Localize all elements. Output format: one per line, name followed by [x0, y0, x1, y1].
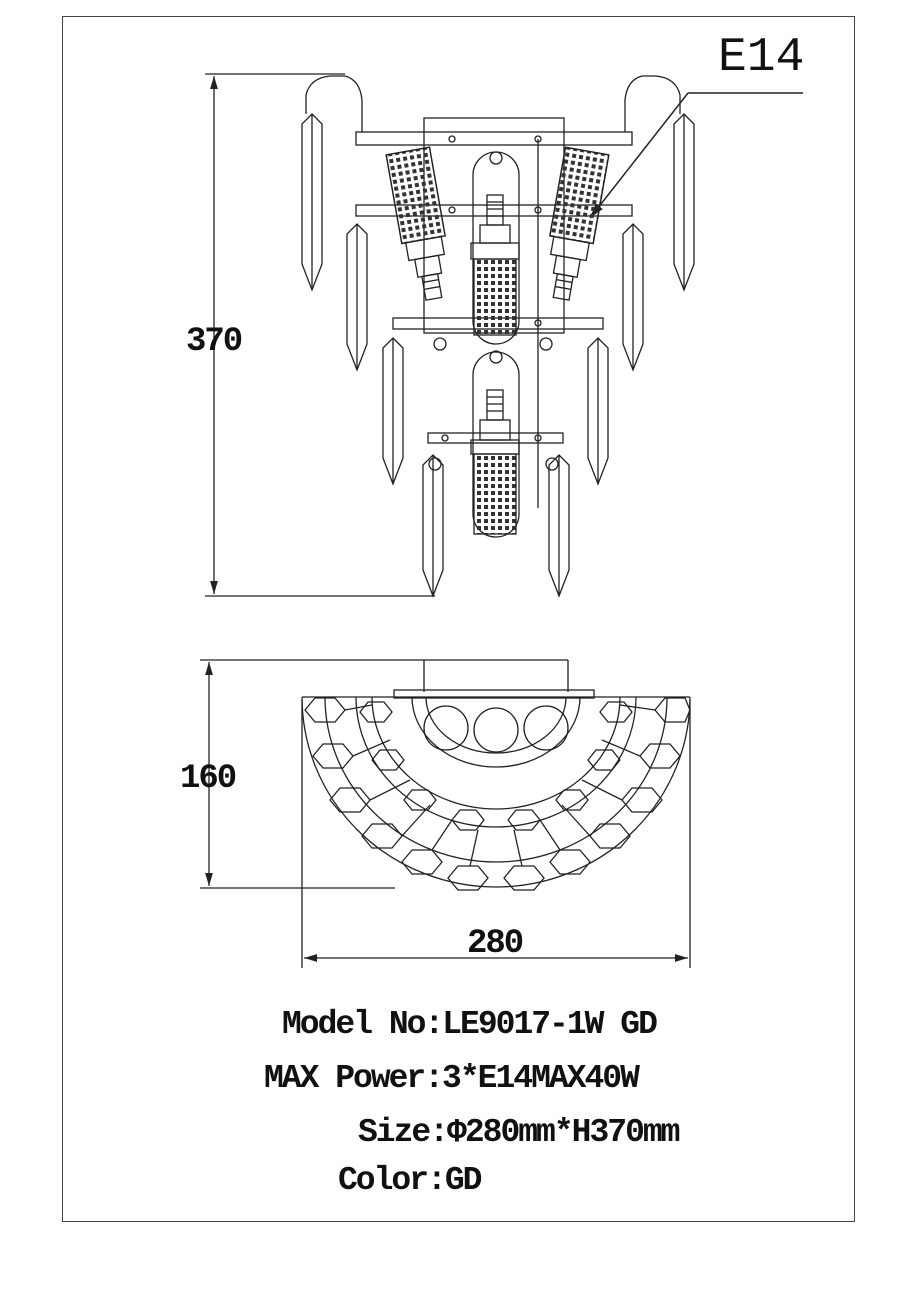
spec-power-value: 3*E14MAX40W [442, 1060, 640, 1097]
width-dimension [301, 700, 691, 968]
spec-color: Color:GD [338, 1162, 483, 1199]
width-label: 280 [467, 925, 523, 963]
socket-label: E14 [718, 31, 804, 85]
height-label: 370 [186, 323, 242, 361]
drawing-frame [62, 16, 855, 1222]
spec-size: Size:Φ280mm*H370mm [358, 1114, 680, 1151]
spec-color-value: GD [444, 1162, 483, 1199]
depth-dimension [200, 659, 568, 889]
height-dimension [205, 73, 435, 597]
spec-power-key: MAX Power: [264, 1060, 444, 1097]
depth-label: 160 [180, 760, 236, 798]
spec-model-value: LE9017-1W GD [442, 1006, 658, 1043]
spec-color-key: Color: [338, 1162, 447, 1199]
socket-leader [589, 92, 803, 219]
spec-size-value: Φ280mm*H370mm [447, 1114, 680, 1151]
spec-power: MAX Power:3*E14MAX40W [264, 1060, 640, 1097]
spec-model: Model No:LE9017-1W GD [282, 1006, 658, 1043]
top-view [301, 660, 691, 891]
front-view [301, 75, 695, 598]
spec-model-key: Model No: [282, 1006, 444, 1043]
spec-size-key: Size: [358, 1114, 449, 1151]
